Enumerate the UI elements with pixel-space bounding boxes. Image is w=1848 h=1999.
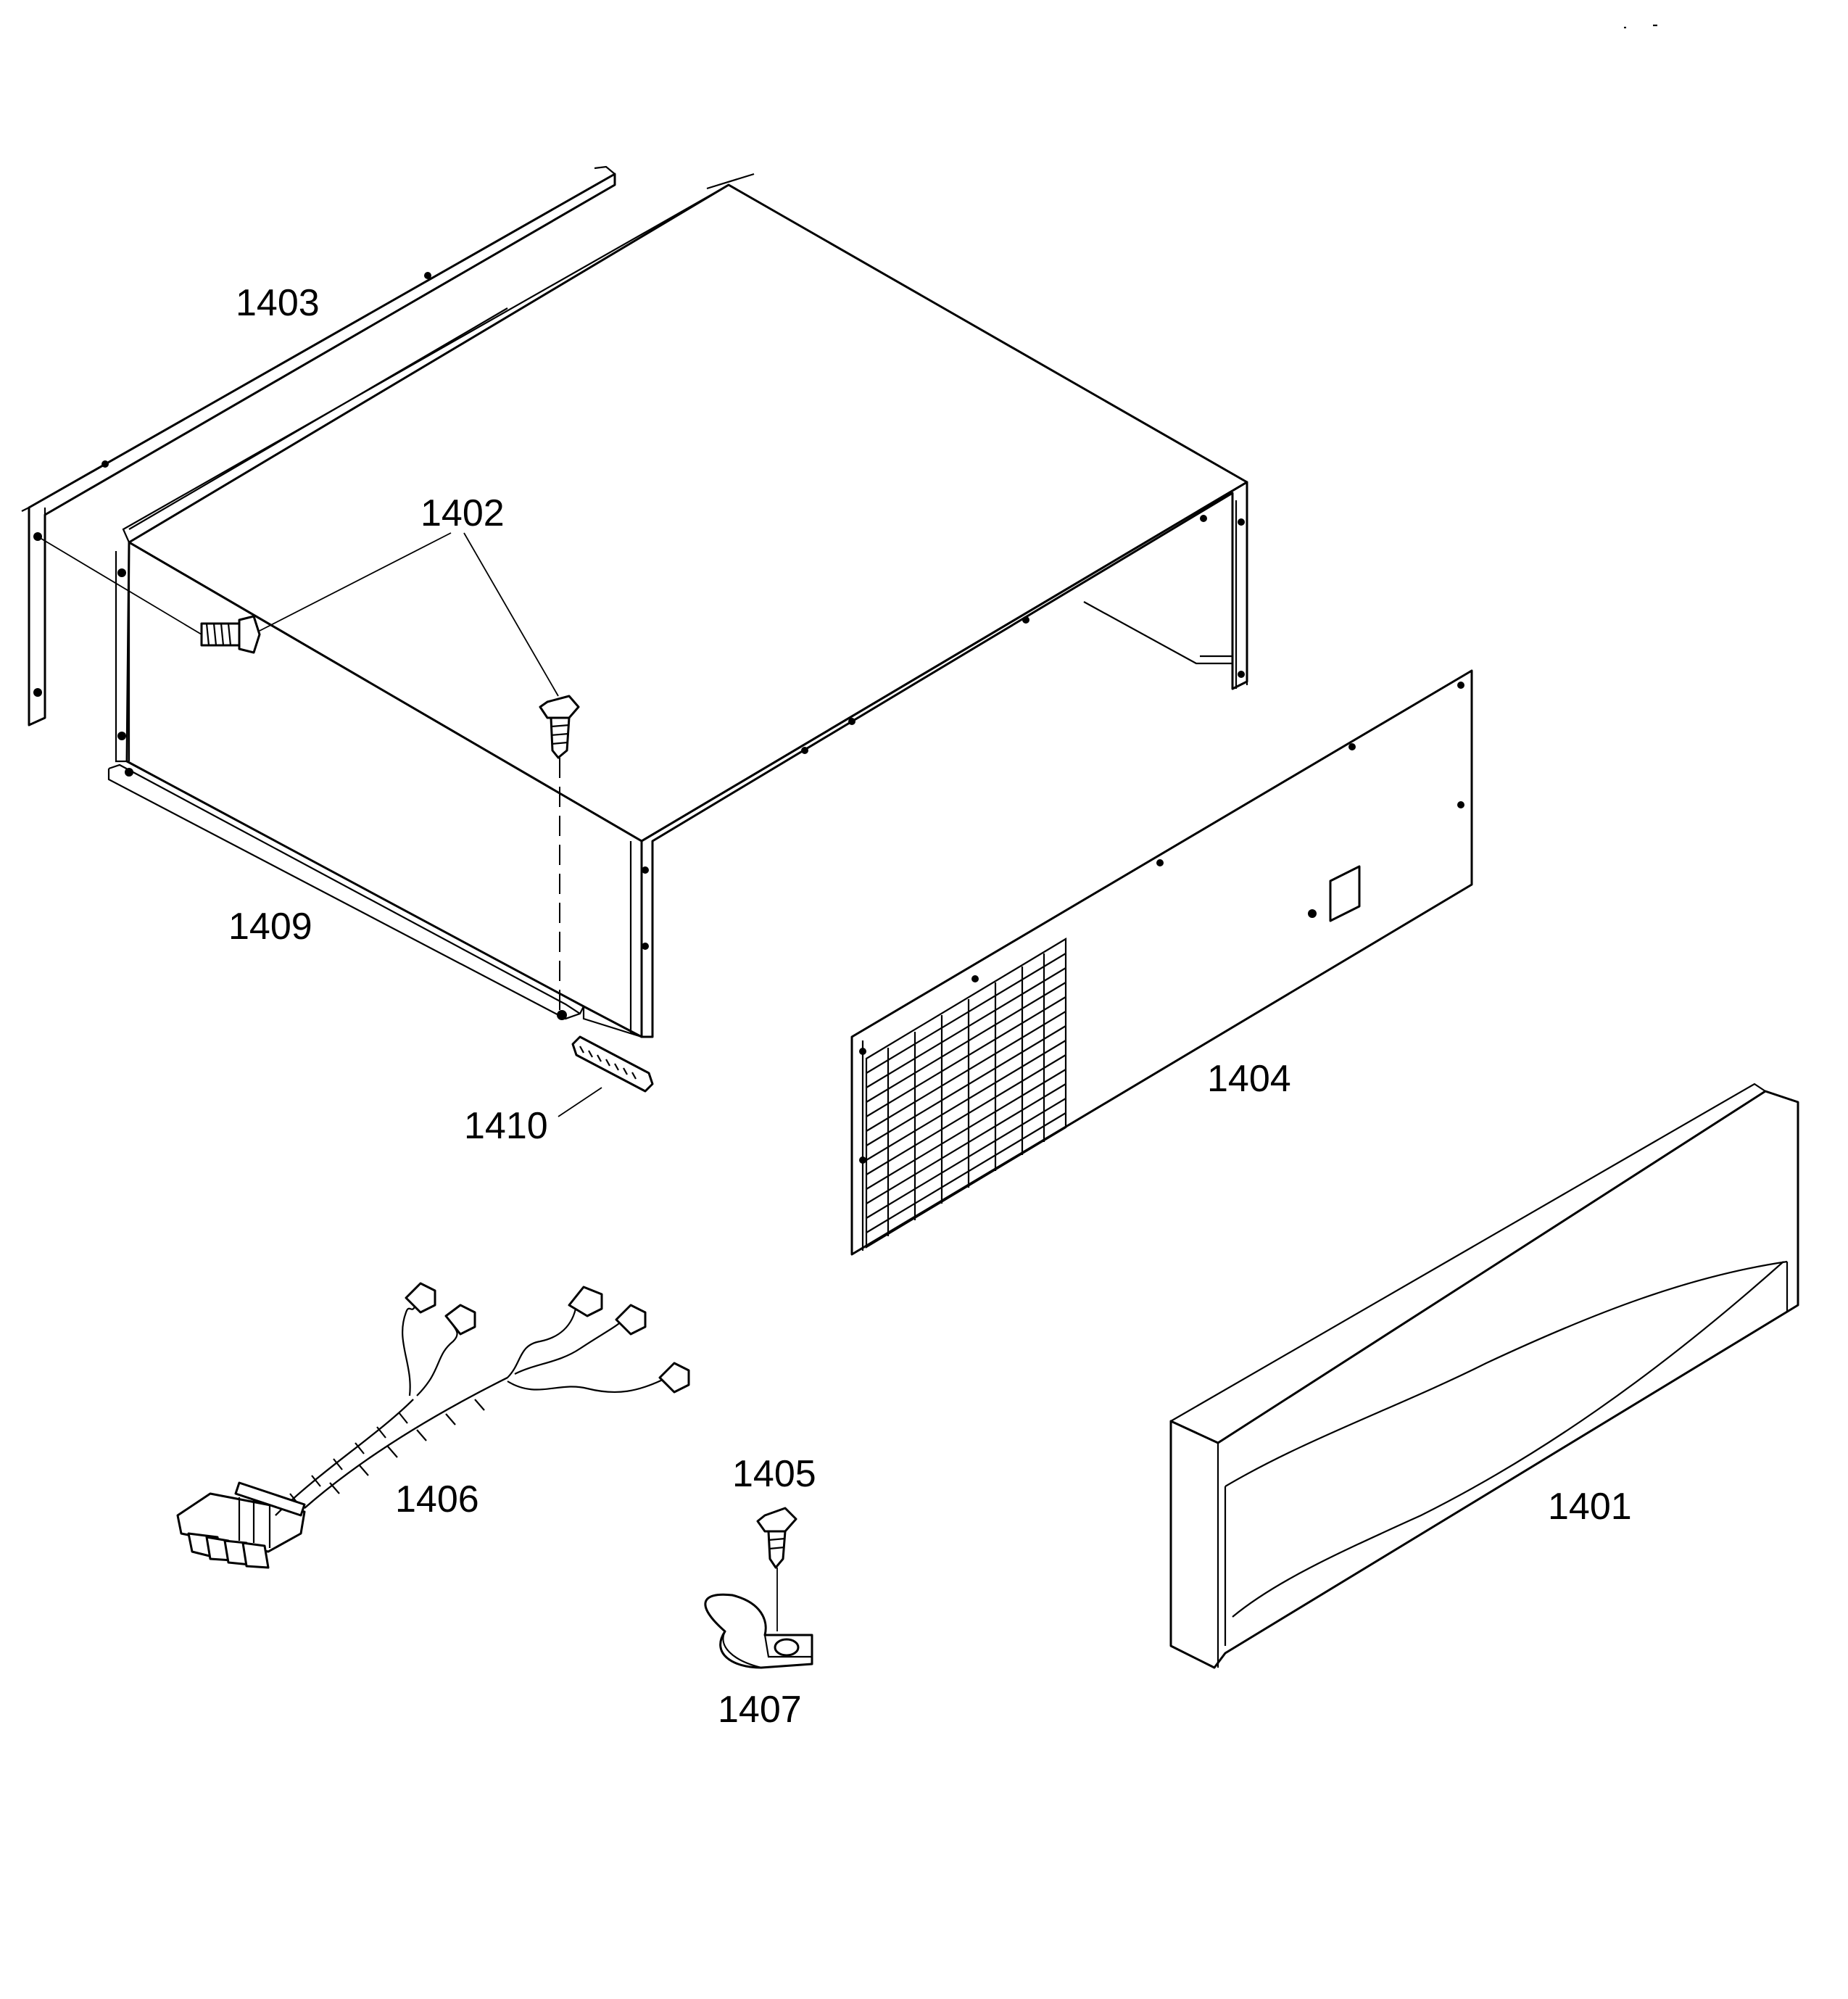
part-cable-clamp [704,1593,813,1669]
part-screw-single [756,1507,797,1631]
part-wire-harness [176,1282,690,1569]
screw-right [539,695,580,759]
part-labels: 1403 1402 1409 1410 1404 1406 1405 1407 … [228,282,1632,1731]
part-louvered-panel [850,669,1473,1256]
label-wire-harness: 1406 [395,1478,479,1520]
label-clip-strip: 1410 [464,1105,548,1147]
label-louvered-panel: 1404 [1207,1058,1291,1100]
label-screw-single: 1405 [732,1453,816,1495]
label-front-trim: 1401 [1548,1486,1632,1528]
louver-grid [866,953,1066,1236]
part-back-panel [21,165,616,727]
label-cable-clamp: 1407 [718,1689,802,1731]
part-front-trim [1169,1083,1799,1669]
label-screw-pair: 1402 [420,492,505,534]
harness-connector [176,1492,306,1569]
label-outer-case: 1409 [228,906,312,948]
part-clip-strip [558,1035,654,1117]
part-outer-case [107,173,1248,1038]
label-back-panel: 1403 [236,282,320,324]
screw-left [200,615,261,654]
part-screw-pair [37,532,580,1015]
